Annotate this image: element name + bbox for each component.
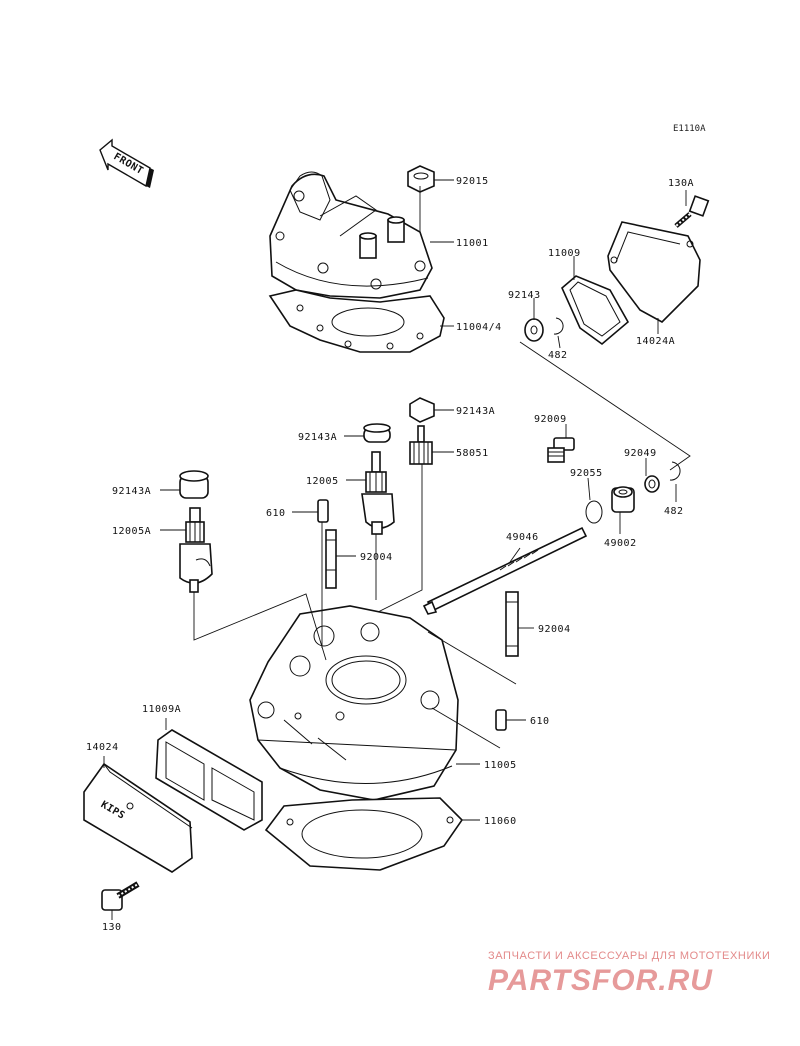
dowel-pin-610-lower [495, 709, 507, 731]
cylinder-head [269, 171, 433, 299]
collar-92143a-mid [363, 423, 391, 443]
nut-92015 [407, 165, 435, 193]
bolt-130a [674, 195, 710, 228]
cylinder-block [249, 605, 459, 801]
label-482-upper: 482 [548, 350, 568, 361]
base-gasket [264, 797, 464, 871]
cover-14024a [607, 221, 701, 323]
dowel-pin-610-upper [317, 499, 329, 523]
front-arrow-icon: FRONT [99, 138, 154, 188]
label-610-upper: 610 [266, 508, 286, 519]
bolt-130 [101, 881, 140, 911]
label-92004-right: 92004 [538, 624, 571, 635]
label-92143a-top: 92143A [456, 406, 495, 417]
valve-12005a [179, 507, 213, 593]
washer-92049 [644, 475, 660, 493]
label-11004-4: 11004/4 [456, 322, 502, 333]
label-14024a: 14024A [636, 336, 675, 347]
label-11009a: 11009A [142, 704, 181, 715]
label-12005: 12005 [306, 476, 339, 487]
o-ring-92055 [585, 500, 603, 524]
label-92055: 92055 [570, 468, 603, 479]
label-482-lower: 482 [664, 506, 684, 517]
label-92049: 92049 [624, 448, 657, 459]
watermark-logo: PARTSFOR.RU [488, 964, 713, 997]
label-92015: 92015 [456, 176, 489, 187]
label-49046: 49046 [506, 532, 539, 543]
label-11009: 11009 [548, 248, 581, 259]
gear-58051 [409, 425, 433, 465]
clip-482-upper [553, 317, 564, 335]
cover-14024: KIPS [83, 762, 193, 873]
label-49002: 49002 [604, 538, 637, 549]
clip-482-lower [669, 461, 681, 481]
label-92143a-mid: 92143A [298, 432, 337, 443]
label-130: 130 [102, 922, 122, 933]
label-92004-left: 92004 [360, 552, 393, 563]
rod-49046 [422, 526, 588, 615]
label-130a: 130A [668, 178, 694, 189]
collar-92143 [524, 318, 544, 342]
diagram-code: E1110A [673, 124, 706, 134]
label-610-lower: 610 [530, 716, 550, 727]
valve-12005 [361, 451, 395, 535]
label-92143: 92143 [508, 290, 541, 301]
part-labels: 92015 11001 11004/4 130A 11009 92143 482… [86, 176, 694, 933]
leader-lines [103, 179, 691, 920]
holder-49002 [611, 486, 635, 513]
label-92009: 92009 [534, 414, 567, 425]
label-92143a-left: 92143A [112, 486, 151, 497]
collar-92143a-top [409, 397, 435, 423]
label-14024: 14024 [86, 742, 119, 753]
head-gasket [268, 289, 445, 353]
screw-92009 [547, 437, 575, 463]
stud-92004-right [505, 591, 519, 657]
watermark-tagline: ЗАПЧАСТИ И АКСЕССУАРЫ ДЛЯ МОТОТЕХНИКИ [488, 950, 771, 962]
label-12005a: 12005A [112, 526, 151, 537]
stud-92004-left [325, 529, 337, 589]
collar-92143a-left [179, 470, 209, 499]
label-11001: 11001 [456, 238, 489, 249]
gasket-11009 [561, 275, 630, 346]
label-11060: 11060 [484, 816, 517, 827]
gasket-11009a [155, 729, 263, 831]
label-58051: 58051 [456, 448, 489, 459]
label-11005: 11005 [484, 760, 517, 771]
